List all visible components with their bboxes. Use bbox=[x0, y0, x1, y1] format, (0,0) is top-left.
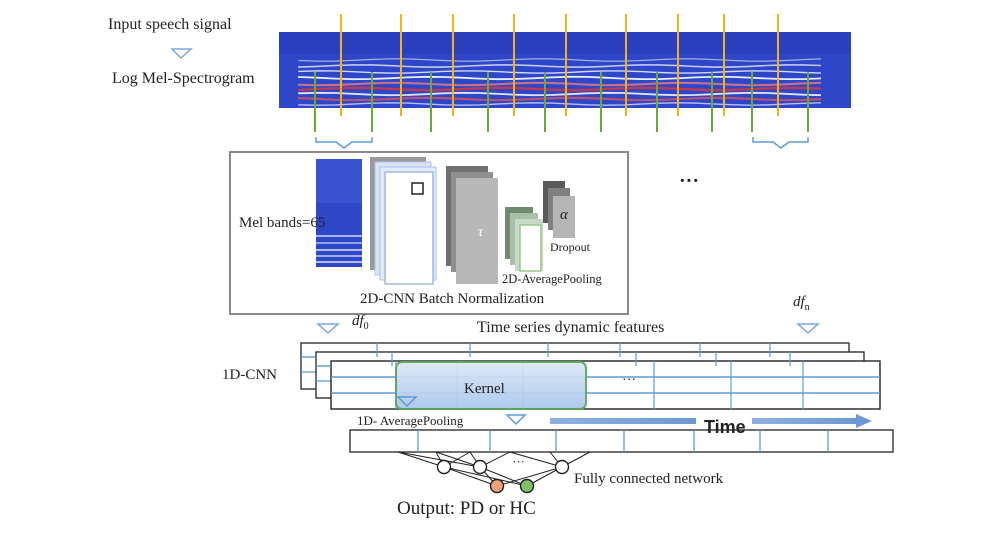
df0-subscript: 0 bbox=[363, 321, 369, 332]
cnn-1d-label: 1D-CNN bbox=[222, 367, 277, 383]
df0-down-arrow bbox=[316, 323, 340, 335]
kernel-box bbox=[395, 361, 587, 410]
pooled-feature-bar bbox=[349, 429, 894, 453]
dfn-down-arrow bbox=[796, 323, 820, 335]
continuation-ellipsis: ··· bbox=[679, 170, 700, 192]
pool-down-arrow-right bbox=[505, 414, 527, 426]
input-down-arrow bbox=[170, 48, 193, 60]
pool-down-arrow-left bbox=[396, 396, 418, 408]
log-mel-label: Log Mel-Spectrogram bbox=[112, 70, 255, 87]
window-markers bbox=[314, 72, 809, 132]
fc-node-1 bbox=[436, 459, 452, 475]
spectrogram-harmonic bbox=[298, 58, 822, 62]
spectrogram-harmonic bbox=[298, 64, 822, 68]
tau-symbol: τ bbox=[478, 225, 484, 240]
fc-network-label: Fully connected network bbox=[574, 471, 724, 487]
cnn-1d-layers bbox=[300, 342, 881, 410]
avg-pool-2d-maps bbox=[505, 207, 543, 272]
kernel-ellipsis: ··· bbox=[622, 373, 636, 388]
input-signal-label: Input speech signal bbox=[108, 16, 232, 33]
cnn-feature-maps bbox=[370, 157, 437, 285]
cnn-batchnorm-label: 2D-CNN Batch Normalization bbox=[360, 291, 545, 307]
fc-node-2 bbox=[472, 459, 488, 475]
right-window-brace bbox=[752, 137, 809, 149]
fc-ellipsis: ··· bbox=[512, 454, 525, 469]
output-label: Output: PD or HC bbox=[397, 498, 536, 519]
frame-markers bbox=[340, 14, 779, 116]
mel-bands-label: Mel bands=65 bbox=[239, 215, 326, 231]
kernel-label: Kernel bbox=[464, 381, 505, 397]
df0-text: df bbox=[352, 313, 364, 329]
fully-connected-network bbox=[397, 451, 591, 494]
avgpool-2d-label: 2D-AveragePooling bbox=[502, 272, 602, 286]
df0-label: df0 bbox=[352, 313, 369, 332]
left-window-brace bbox=[315, 137, 373, 149]
dfn-label: dfn bbox=[793, 294, 810, 313]
dropout-maps bbox=[543, 181, 575, 238]
alpha-symbol: α bbox=[560, 207, 568, 223]
dropout-label: Dropout bbox=[550, 240, 590, 254]
output-node-hc bbox=[519, 478, 535, 494]
fc-node-3 bbox=[554, 459, 570, 475]
time-label: Time bbox=[704, 417, 746, 437]
time-series-label: Time series dynamic features bbox=[477, 319, 665, 336]
output-node-pd bbox=[489, 478, 505, 494]
dfn-text: df bbox=[793, 294, 805, 310]
mel-input-slice bbox=[316, 159, 362, 267]
dfn-subscript: n bbox=[804, 302, 810, 313]
time-arrow bbox=[550, 414, 872, 428]
avgpool-1d-label: 1D- AveragePooling bbox=[357, 413, 464, 428]
batch-norm-maps bbox=[446, 166, 498, 284]
